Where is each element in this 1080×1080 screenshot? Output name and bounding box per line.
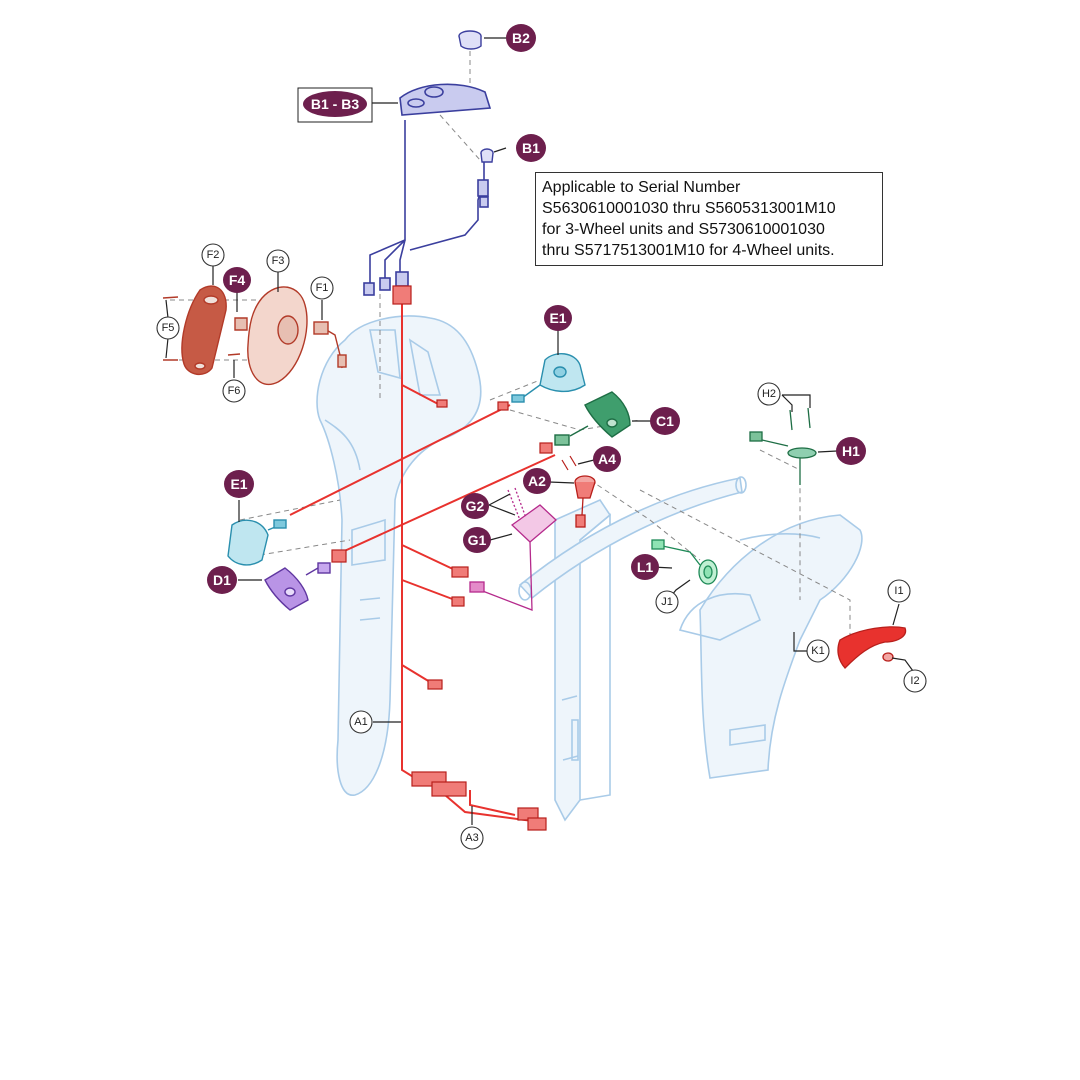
- svg-text:A1: A1: [354, 716, 367, 728]
- cover-e1-left: [227, 519, 287, 566]
- svg-text:C1: C1: [656, 413, 674, 429]
- serial-number-note: Applicable to Serial Number S56306100010…: [535, 172, 883, 266]
- badge-f4[interactable]: F4: [223, 267, 251, 293]
- lever-i1: [837, 626, 907, 669]
- svg-text:E1: E1: [549, 310, 566, 326]
- switch-l1: [651, 539, 718, 585]
- badge-e1-top[interactable]: E1: [544, 305, 572, 331]
- panel-d1: [264, 562, 331, 611]
- callout-f1[interactable]: F1: [310, 276, 334, 300]
- callout-a3[interactable]: A3: [460, 826, 484, 850]
- svg-text:I2: I2: [910, 675, 919, 687]
- svg-text:H2: H2: [762, 388, 776, 400]
- svg-text:I1: I1: [894, 585, 903, 597]
- badge-a2[interactable]: A2: [523, 468, 551, 494]
- callout-f2[interactable]: F2: [201, 243, 225, 267]
- svg-text:E1: E1: [230, 476, 247, 492]
- callout-f3[interactable]: F3: [266, 249, 290, 273]
- svg-text:A4: A4: [598, 451, 616, 467]
- note-line: thru S5717513001M10 for 4-Wheel units.: [542, 242, 835, 259]
- svg-text:J1: J1: [661, 596, 673, 608]
- callout-badges: B2 B1 - B3 B1 F4 E1 C1 A4 A2 G2 G1 E1 D1…: [207, 24, 866, 594]
- callout-j1[interactable]: J1: [655, 590, 679, 614]
- svg-text:A3: A3: [465, 832, 478, 844]
- svg-text:F6: F6: [228, 385, 241, 397]
- callout-f5[interactable]: F5: [156, 316, 180, 340]
- svg-text:B1: B1: [522, 140, 540, 156]
- badge-g2[interactable]: G2: [461, 493, 489, 519]
- note-line: Applicable to Serial Number: [542, 179, 741, 196]
- note-line: for 3-Wheel units and S5730610001030: [542, 221, 825, 238]
- svg-text:F5: F5: [162, 322, 175, 334]
- svg-text:K1: K1: [811, 645, 824, 657]
- svg-text:B1 - B3: B1 - B3: [311, 96, 359, 112]
- key-switch-harness: [363, 83, 492, 296]
- svg-text:F1: F1: [316, 282, 329, 294]
- badge-c1[interactable]: C1: [650, 407, 680, 435]
- tiller-frame: [316, 315, 863, 822]
- badge-e1-left[interactable]: E1: [224, 470, 254, 498]
- badge-h1[interactable]: H1: [836, 437, 866, 465]
- callout-circles: F2 F3 F1 F5 F6 H2 J1 I1 K1 I2 A1 A3: [156, 243, 927, 850]
- badge-a4[interactable]: A4: [593, 446, 621, 472]
- headlight-assembly: [162, 285, 347, 385]
- callout-f6[interactable]: F6: [222, 379, 246, 403]
- callout-h2[interactable]: H2: [757, 382, 781, 406]
- svg-text:G2: G2: [466, 498, 485, 514]
- badge-d1[interactable]: D1: [207, 566, 237, 594]
- svg-text:F3: F3: [272, 255, 285, 267]
- key-b1: [480, 148, 494, 163]
- svg-text:H1: H1: [842, 443, 860, 459]
- knob-b2: [458, 30, 482, 50]
- callout-i1[interactable]: I1: [887, 579, 911, 603]
- badge-g1[interactable]: G1: [463, 527, 491, 553]
- badge-b2[interactable]: B2: [506, 24, 536, 52]
- badge-b1[interactable]: B1: [516, 134, 546, 162]
- badge-b1-b3[interactable]: B1 - B3: [297, 87, 373, 123]
- svg-text:L1: L1: [637, 559, 654, 575]
- switch-h1: [749, 407, 817, 485]
- panel-c1: [554, 391, 631, 446]
- part-a2: [574, 475, 596, 528]
- main-harness-a1: [289, 300, 556, 823]
- part-a4: [561, 455, 577, 471]
- svg-text:D1: D1: [213, 572, 231, 588]
- note-line: S5630610001030 thru S5605313001M10: [542, 200, 836, 217]
- callout-i2[interactable]: I2: [903, 669, 927, 693]
- callout-k1[interactable]: K1: [806, 639, 830, 663]
- badge-l1[interactable]: L1: [631, 554, 659, 580]
- callout-a1[interactable]: A1: [349, 710, 373, 734]
- cover-e1-top: [511, 353, 586, 403]
- module-g1: [469, 487, 557, 611]
- svg-text:B2: B2: [512, 30, 530, 46]
- svg-text:A2: A2: [528, 473, 546, 489]
- svg-text:G1: G1: [468, 532, 487, 548]
- svg-text:F2: F2: [207, 249, 220, 261]
- svg-text:F4: F4: [229, 272, 246, 288]
- harness-connectors: [331, 285, 553, 831]
